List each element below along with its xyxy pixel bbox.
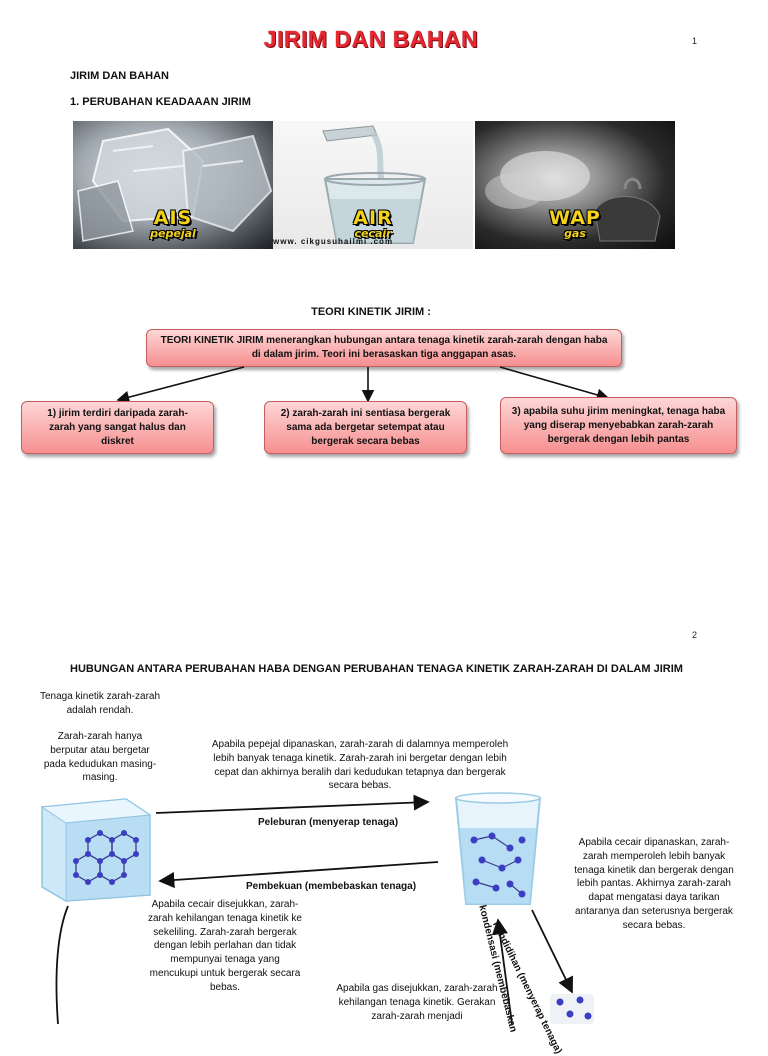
theory-definition-lead: TEORI KINETIK JIRIM: [160, 335, 264, 346]
freezing-label: Pembekuan (membebaskan tenaga): [246, 881, 417, 892]
gas-particles: [548, 992, 598, 1024]
page-number-2: 2: [692, 630, 698, 640]
melting-label: Peleburan (menyerap tenaga): [258, 817, 399, 828]
document-subtitle: JIRIM DAN BAHAN: [70, 70, 169, 82]
theory-heading: TEORI KINETIK JIRIM :: [311, 306, 431, 318]
page-title: JIRIM DAN BAHAN: [263, 26, 479, 52]
image-label-liquid: AIR: [353, 207, 393, 229]
liquid-particles-glass: [452, 790, 544, 910]
theory-connector-arrows: [116, 366, 610, 404]
water-glass-image: AIR cecair: [273, 121, 473, 249]
image-sublabel-solid: pepejal: [150, 227, 196, 240]
theory-definition-box: TEORI KINETIK JIRIM menerangkan hubungan…: [146, 329, 622, 367]
melting-note: Apabila pepejal dipanaskan, zarah-zarah …: [211, 739, 509, 792]
image-sublabel-gas: gas: [564, 227, 586, 240]
boiling-note: Apabila cecair dipanaskan, zarah-zarah m…: [574, 837, 734, 931]
assumption-box-3: 3) apabila suhu jirim meningkat, tenaga …: [500, 397, 737, 454]
theory-definition-text: menerangkan hubungan antara tenaga kinet…: [251, 335, 608, 360]
image-sublabel-liquid: cecair: [354, 227, 392, 240]
section-heading: 1. PERUBAHAN KEADAAAN JIRIM: [70, 96, 251, 108]
process-arrows: [55, 794, 573, 1024]
solid-particles-ice-cube: [38, 795, 156, 903]
image-label-solid: AIS: [153, 207, 193, 229]
watermark: www. cikgusuhailmi .com: [273, 237, 394, 246]
assumption-box-1: 1) jirim terdiri daripada zarah-zarah ya…: [21, 401, 214, 454]
solid-note-energy: Tenaga kinetik zarah-zarah adalah rendah…: [39, 691, 161, 716]
page-number: 1: [692, 36, 698, 46]
image-label-gas: WAP: [549, 207, 601, 229]
steam-kettle-image: WAP gas: [475, 121, 675, 249]
freezing-note: Apabila cecair disejukkan, zarah-zarah k…: [148, 899, 302, 993]
assumption-box-2: 2) zarah-zarah ini sentiasa bergerak sam…: [264, 401, 467, 454]
condensation-note: Apabila gas disejukkan, zarah-zarah kehi…: [336, 983, 498, 1022]
page2-heading: HUBUNGAN ANTARA PERUBAHAN HABA DENGAN PE…: [70, 663, 683, 675]
ice-image: AIS pepejal: [73, 121, 273, 249]
solid-note-vibration: Zarah-zarah hanya berputar atau bergetar…: [43, 731, 157, 784]
